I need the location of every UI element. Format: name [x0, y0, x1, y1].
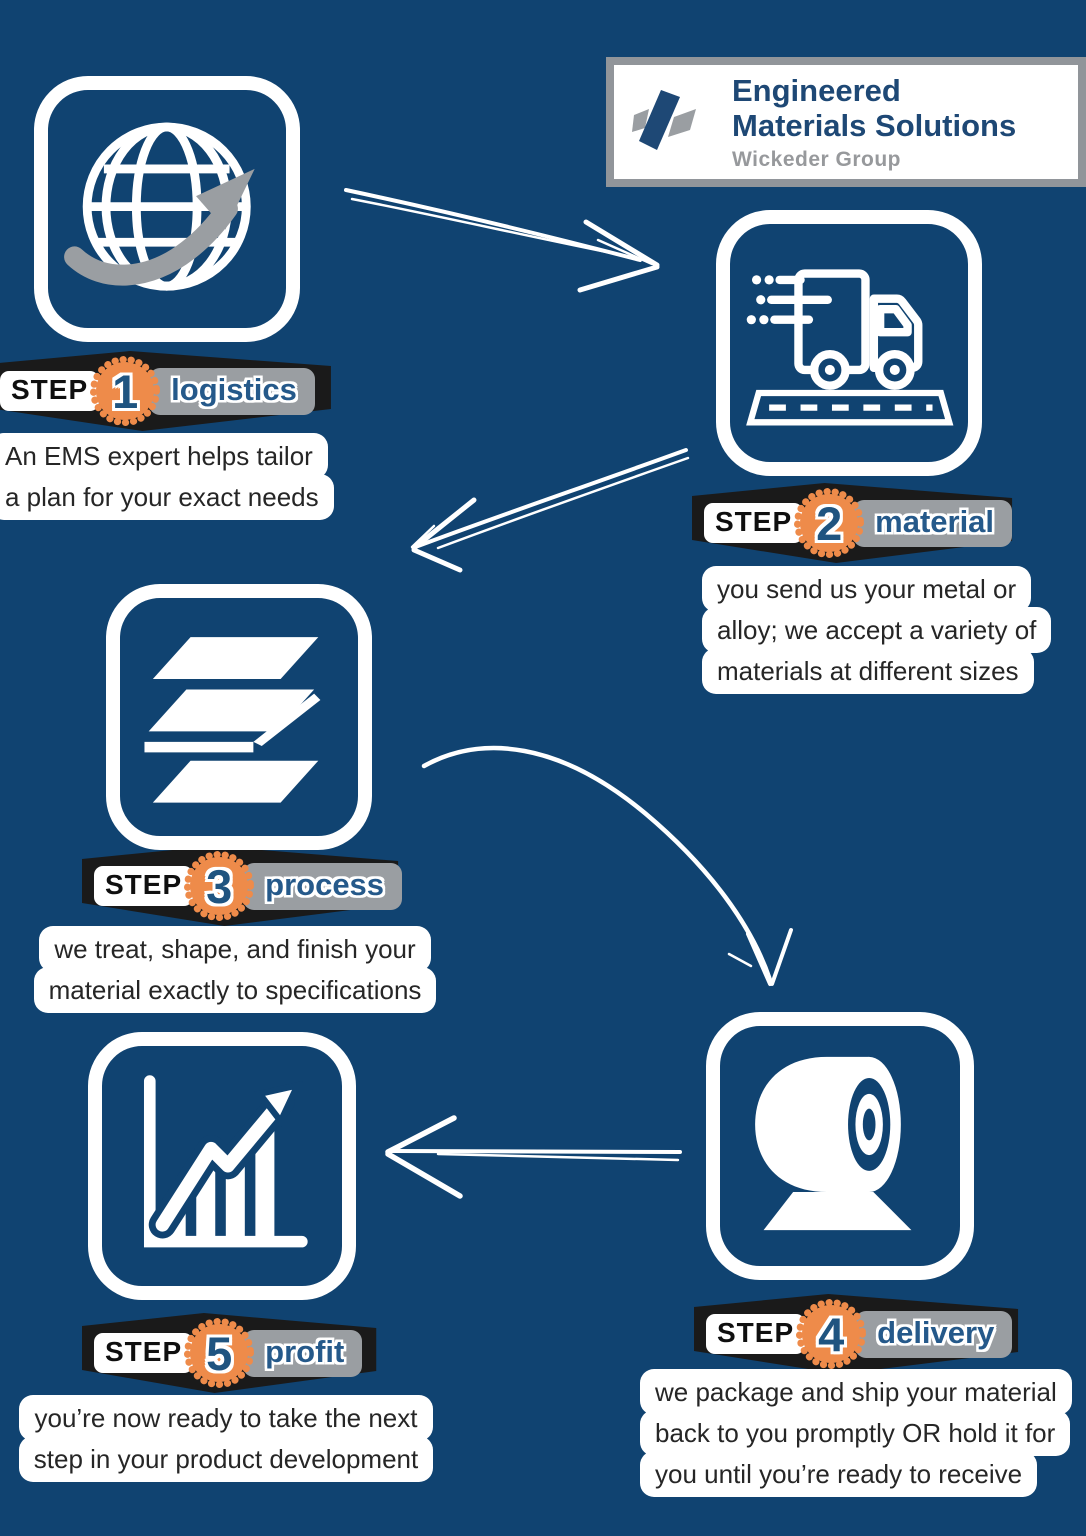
step5-number: 5 — [206, 1326, 233, 1380]
step2-badge: STEP 2 material — [692, 480, 1014, 566]
step3-description: we treat, shape, and finish your materia… — [20, 926, 450, 1013]
step3-number-seal: 3 — [180, 847, 258, 925]
step1-label: logistics — [149, 367, 315, 415]
step4-label: delivery — [855, 1310, 1013, 1358]
step4-prefix: STEP — [706, 1314, 806, 1354]
step1-badge: STEP 1 logistics — [0, 348, 333, 434]
delivery-truck-icon — [746, 269, 954, 426]
company-logo: Engineered Materials Solutions Wickeder … — [606, 57, 1086, 187]
step5-number-seal: 5 — [180, 1314, 258, 1392]
step2-icon-box — [716, 210, 982, 476]
step5-badge: STEP 5 profit — [82, 1310, 378, 1396]
step1-number: 1 — [112, 364, 139, 418]
step2-label: material — [853, 499, 1013, 547]
brand-mark-icon — [632, 88, 712, 157]
gear-seal-icon — [90, 356, 161, 426]
step5-prefix: STEP — [94, 1333, 194, 1373]
step2-number: 2 — [816, 496, 843, 550]
step3-badge: STEP 3 process — [82, 843, 403, 929]
gear-seal-icon — [184, 1318, 255, 1388]
step2-prefix: STEP — [704, 503, 804, 543]
step2-description: you send us your metal or alloy; we acce… — [702, 566, 1086, 694]
step4-icon-box — [706, 1012, 974, 1280]
brand-name-line2: Materials Solutions — [732, 107, 1017, 143]
arrow-step2-to-step3-icon — [410, 448, 690, 573]
step3-prefix: STEP — [94, 866, 194, 906]
arrow-step4-to-step5-icon — [385, 1115, 682, 1199]
step3-number: 3 — [206, 859, 233, 913]
globe-growth-icon — [64, 122, 255, 291]
step5-label: profit — [243, 1329, 363, 1377]
step4-description: we package and ship your material back t… — [640, 1369, 1086, 1497]
step5-description: you’re now ready to take the next step i… — [0, 1395, 452, 1482]
gear-seal-icon — [184, 851, 255, 921]
step2-number-seal: 2 — [790, 484, 868, 562]
brand-name-line1: Engineered — [732, 72, 901, 108]
material-layers-icon — [144, 637, 321, 803]
growth-chart-icon — [144, 1075, 309, 1248]
step1-description: An EMS expert helps tailor a plan for yo… — [0, 433, 470, 520]
gear-seal-icon — [796, 1299, 867, 1369]
step4-number: 4 — [818, 1307, 845, 1361]
gear-seal-icon — [794, 488, 865, 558]
step1-number-seal: 1 — [86, 352, 164, 430]
step4-badge: STEP 4 delivery — [694, 1291, 1020, 1377]
arrow-step3-to-step4-icon — [421, 745, 793, 986]
step4-number-seal: 4 — [792, 1295, 870, 1373]
brand-subtitle: Wickeder Group — [732, 147, 902, 171]
step1-prefix: STEP — [0, 371, 100, 411]
step3-icon-box — [106, 584, 372, 850]
step1-icon-box — [34, 76, 300, 342]
step5-icon-box — [88, 1032, 356, 1300]
coil-roll-icon — [755, 1057, 912, 1231]
arrow-step1-to-step2-icon — [344, 188, 660, 293]
step3-label: process — [243, 862, 403, 910]
